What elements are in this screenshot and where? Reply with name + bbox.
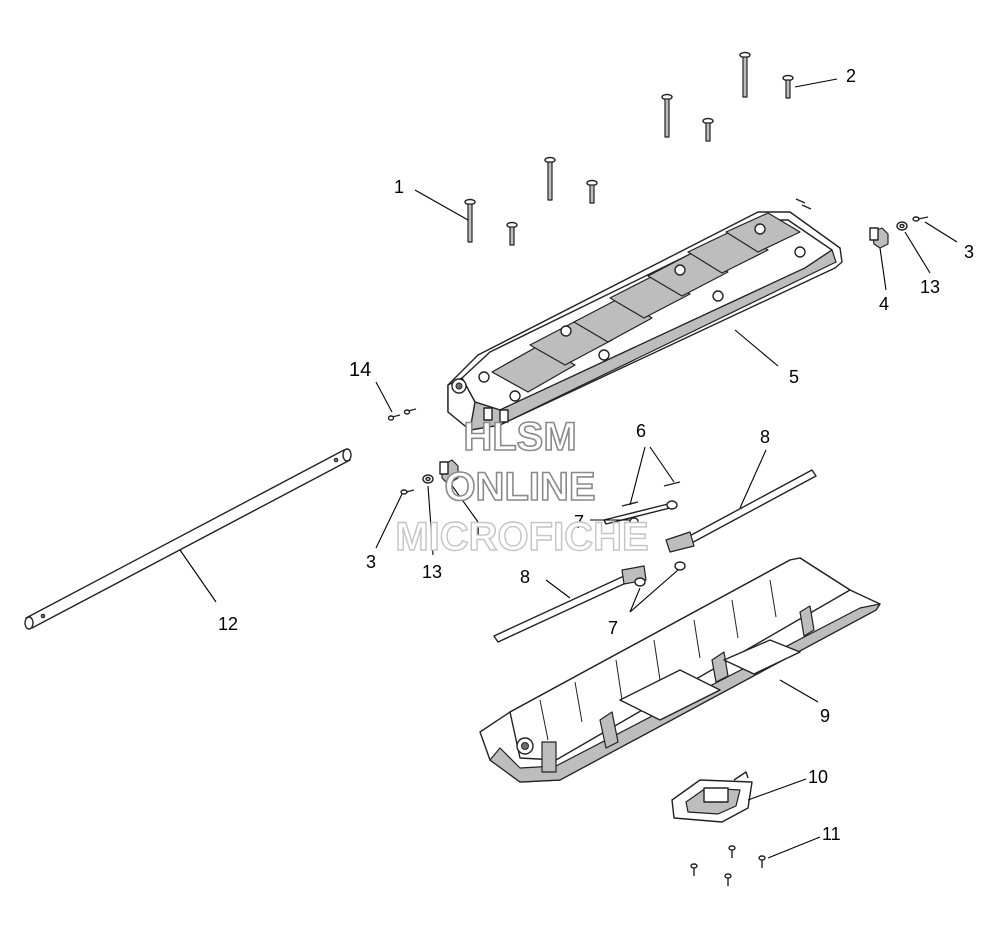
screw <box>739 51 751 98</box>
screw <box>702 117 714 142</box>
callout-5: 5 <box>789 367 799 387</box>
callout-14: 14 <box>349 359 371 381</box>
watermark-line-2: ONLINE <box>444 465 595 509</box>
screw <box>464 198 476 243</box>
screw-small-pair <box>387 408 417 421</box>
watermark-line-3: MICROFICHE <box>395 515 648 559</box>
callout-7-upper: 7 <box>574 512 584 532</box>
watermark: HLSM ONLINE MICROFICHE <box>395 414 650 560</box>
callout-3-right: 3 <box>964 242 974 262</box>
callout-10: 10 <box>808 767 828 787</box>
link-strut <box>603 500 678 525</box>
support-rod-lower <box>493 565 647 643</box>
callout-3-left: 3 <box>366 552 376 572</box>
callout-1: 1 <box>394 177 404 197</box>
support-rod-upper <box>665 469 817 553</box>
callout-2: 2 <box>846 66 856 86</box>
callout-11: 11 <box>822 824 841 844</box>
callout-7-lower: 7 <box>608 618 618 638</box>
screw-group-bottom <box>690 845 766 886</box>
callout-numbers: 1 2 3 13 4 5 14 6 8 7 4 3 13 8 7 12 9 10… <box>218 66 974 844</box>
washer-item-7 <box>634 561 686 587</box>
callout-6: 6 <box>636 421 646 441</box>
pin <box>795 198 812 210</box>
screw <box>506 221 518 246</box>
bolt-left <box>400 489 415 495</box>
lid-assembly <box>447 211 843 431</box>
screw <box>661 93 673 138</box>
callout-9: 9 <box>820 706 830 726</box>
leader-lines <box>179 78 958 859</box>
rod <box>24 448 352 630</box>
hinge-left <box>439 459 459 485</box>
screw <box>782 74 794 99</box>
bolt-right <box>912 216 929 222</box>
callout-4-right: 4 <box>879 294 889 314</box>
callout-8-lower: 8 <box>520 567 530 587</box>
screw <box>586 179 598 204</box>
hinge-right <box>869 227 889 249</box>
callout-8-upper: 8 <box>760 427 770 447</box>
latch <box>671 771 753 823</box>
watermark-line-1: HLSM <box>463 415 576 459</box>
screw <box>544 156 556 201</box>
callout-13-right: 13 <box>920 277 940 297</box>
callout-4-left: 4 <box>471 524 481 544</box>
callout-12: 12 <box>218 614 238 634</box>
washer-right <box>896 221 908 231</box>
screw-group-top <box>464 51 812 246</box>
base-tray <box>479 557 881 783</box>
callout-13-left: 13 <box>422 562 442 582</box>
washer-left <box>422 474 434 484</box>
